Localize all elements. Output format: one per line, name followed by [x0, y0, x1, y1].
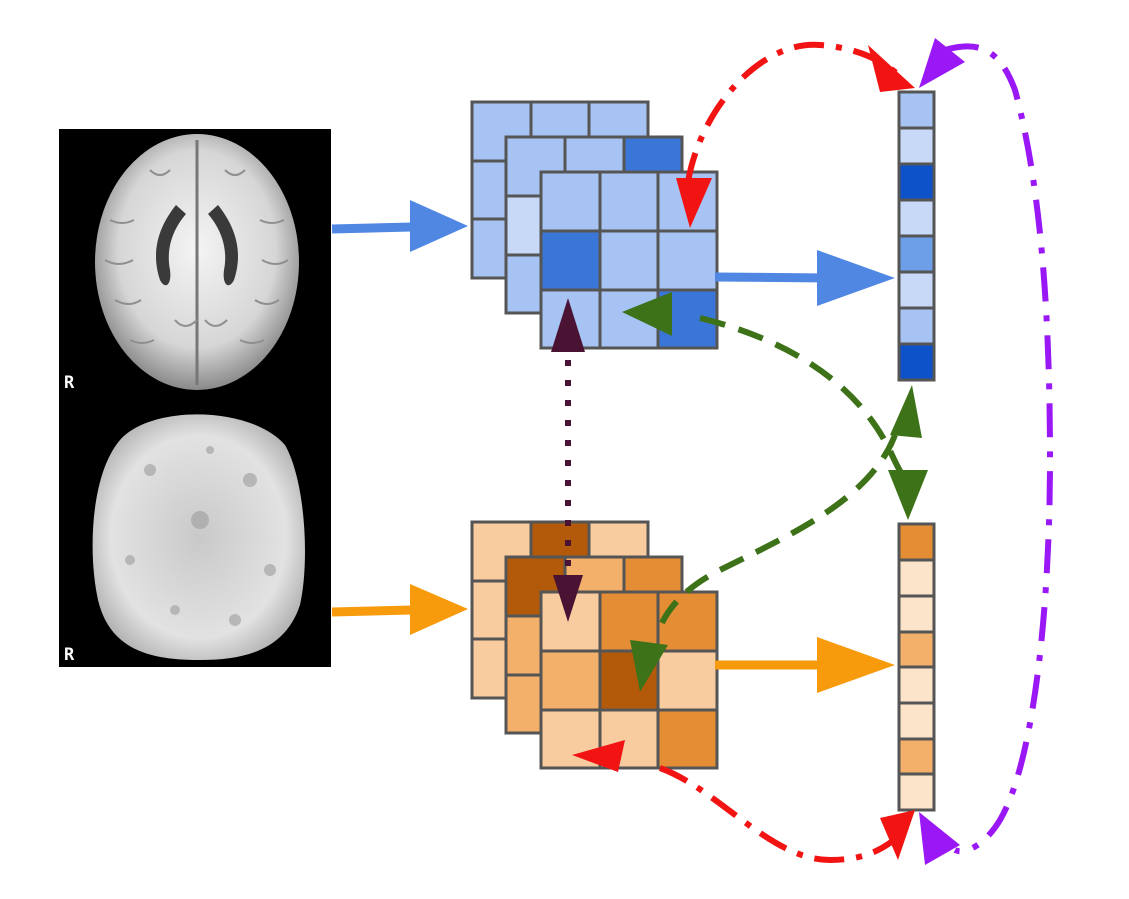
blue-feature-map-stack: [470, 100, 719, 350]
bottom-brain-label: R: [64, 645, 75, 665]
red-dashdot-arrow-bottom: [572, 740, 915, 864]
purple-dashdot-arrow: [919, 38, 1054, 865]
blue-feature-vector: [897, 90, 936, 382]
orange-feature-map-front: [539, 590, 719, 770]
brain-mri-icon: [95, 134, 299, 390]
orange-flatten-arrow: [715, 637, 895, 693]
green-dashed-arrow-top: [622, 292, 928, 520]
orange-input-arrow: [331, 584, 468, 635]
orange-feature-vector: [897, 522, 936, 812]
blue-input-arrow: [331, 200, 468, 252]
maroon-dotted-arrow: [551, 298, 585, 622]
brain-mri-icon: [92, 414, 306, 660]
mri-image-panel: R R: [59, 129, 331, 667]
blue-flatten-arrow: [714, 250, 895, 306]
orange-feature-map-stack: [470, 520, 719, 770]
green-dashed-arrow-bottom: [630, 385, 922, 692]
top-brain-label: R: [64, 373, 75, 393]
red-dashdot-arrow-top: [676, 41, 915, 228]
